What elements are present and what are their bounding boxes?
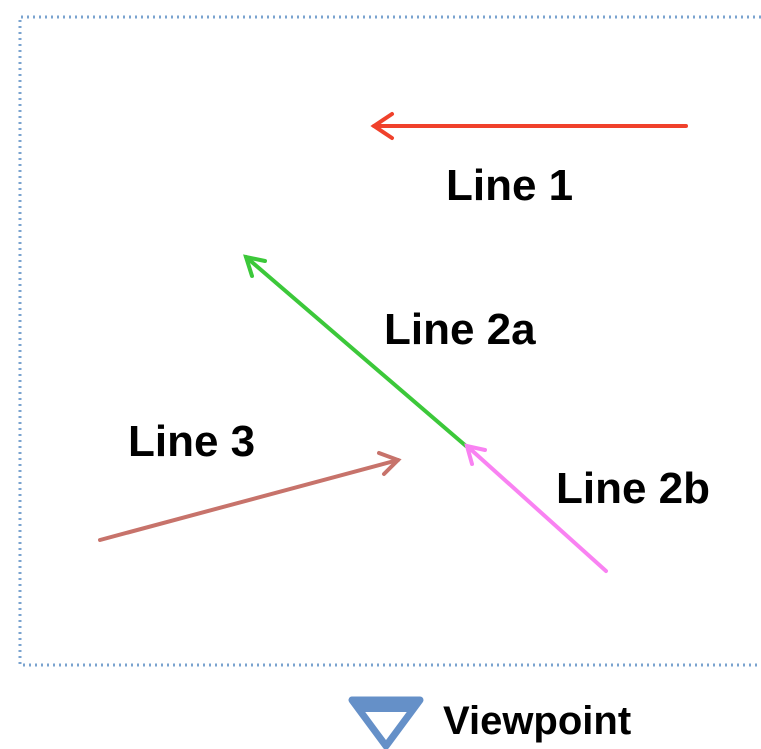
line-1-label: Line 1	[446, 161, 573, 210]
line-3-arrow	[98, 451, 402, 542]
line-2b-arrow	[464, 443, 608, 573]
viewpoint-triangle-icon	[348, 696, 424, 749]
viewpoint-label: Viewpoint	[443, 699, 631, 743]
line-2b-label: Line 2b	[556, 464, 710, 513]
scene-frame	[18, 15, 761, 667]
line-3-label: Line 3	[128, 417, 255, 466]
line-2a-arrow	[243, 254, 468, 448]
line-1-arrow	[370, 112, 688, 140]
line-2a-label: Line 2a	[384, 305, 536, 354]
